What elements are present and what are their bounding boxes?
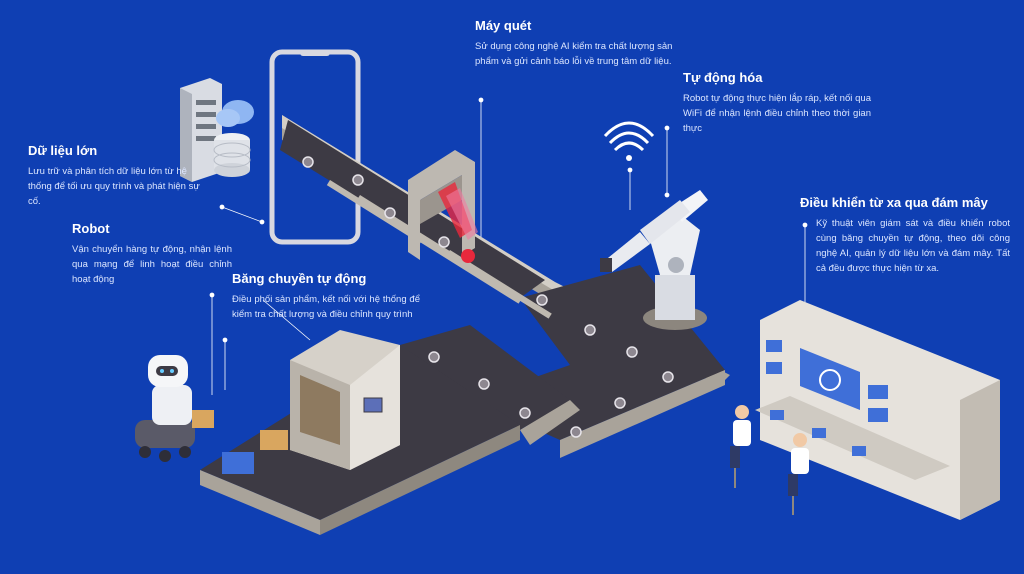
scanner-callout: Máy quét Sử dụng công nghệ AI kiểm tra c… [475, 18, 675, 69]
phone-frame [269, 49, 361, 245]
robot-title: Robot [72, 221, 110, 236]
conveyor-callout: Băng chuyền tự động Điều phối sản phẩm, … [232, 271, 420, 322]
delivery-robot-icon [135, 355, 214, 462]
wifi-icon [603, 121, 655, 161]
conveyor-tunnel [222, 330, 400, 474]
robot-text: Vận chuyển hàng tự động, nhận lệnh qua m… [72, 244, 232, 285]
robot-arm-icon [600, 190, 708, 330]
robot-callout: Robot Vận chuyển hàng tự động, nhận lệnh… [72, 221, 232, 287]
bigdata-title: Dữ liệu lớn [28, 143, 98, 158]
server-rack-icon [180, 78, 222, 182]
cloud-icon [216, 100, 254, 127]
cloud-callout: Điều khiển từ xa qua đám mây Kỹ thuật vi… [800, 195, 1010, 276]
scanner-gate [408, 150, 478, 263]
scanner-title: Máy quét [475, 18, 532, 33]
cloud-title: Điều khiển từ xa qua đám mây [800, 195, 988, 210]
conveyor-text: Điều phối sản phẩm, kết nối với hệ thống… [232, 294, 420, 320]
automation-callout: Tự động hóa Robot tự động thực hiện lắp … [683, 70, 871, 136]
control-panel [755, 300, 1000, 520]
automation-title: Tự động hóa [683, 70, 763, 85]
automation-text: Robot tự động thực hiện lắp ráp, kết nối… [683, 93, 871, 134]
cloud-text: Kỹ thuật viên giám sát và điều khiển rob… [816, 218, 1010, 274]
bigdata-text: Lưu trữ và phân tích dữ liệu lớn từ hệ t… [28, 166, 200, 207]
conveyor-title: Băng chuyền tự động [232, 271, 367, 286]
bigdata-callout: Dữ liệu lớn Lưu trữ và phân tích dữ liệu… [28, 143, 210, 209]
technician-icon [730, 405, 809, 515]
database-icon [213, 133, 251, 177]
scanner-text: Sử dụng công nghệ AI kiểm tra chất lượng… [475, 41, 673, 67]
